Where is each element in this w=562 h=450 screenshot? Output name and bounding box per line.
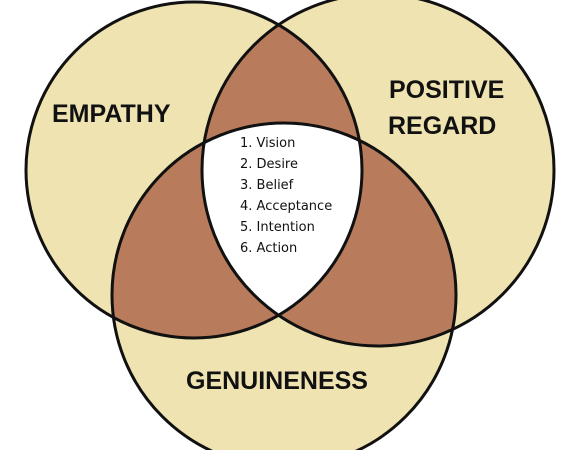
circle-outlines: [24, 0, 556, 450]
center-item: 3. Belief: [240, 178, 294, 193]
positive-regard-label-line2: REGARD: [388, 112, 496, 140]
center-item: 1. Vision: [240, 136, 295, 151]
positive-regard-label-line1: POSITIVE: [389, 76, 504, 104]
center-item: 4. Acceptance: [240, 199, 332, 214]
genuineness-label: GENUINENESS: [186, 367, 368, 395]
center-item: 5. Intention: [240, 220, 315, 235]
center-item: 2. Desire: [240, 157, 298, 172]
center-overlap: [202, 123, 362, 338]
center-item-list: 1. Vision 2. Desire 3. Belief 4. Accepta…: [240, 136, 332, 256]
empathy-label: EMPATHY: [52, 100, 171, 128]
center-item: 6. Action: [240, 241, 297, 256]
